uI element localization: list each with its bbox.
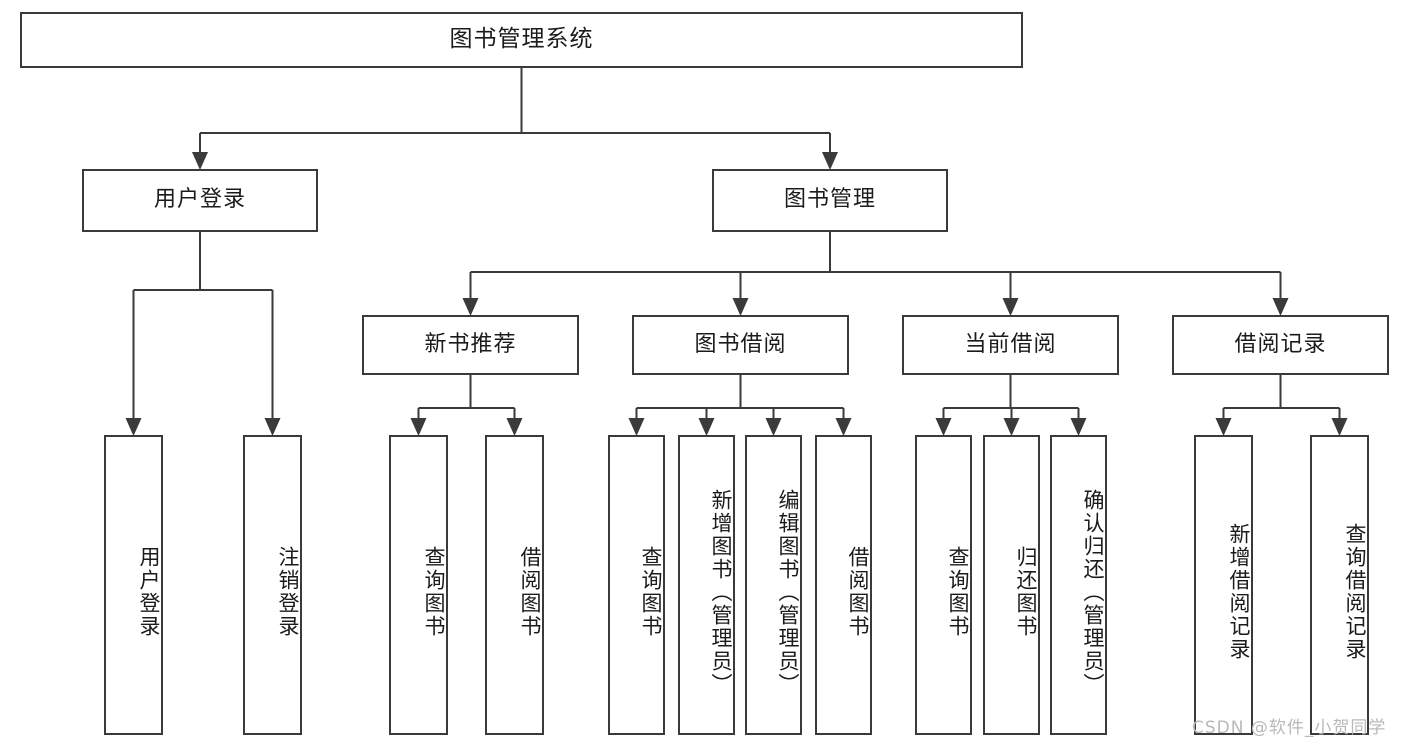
node-leaf-edit-book[interactable]: 编辑图书（管理员） bbox=[745, 435, 802, 735]
node-book-borrow-label: 图书借阅 bbox=[694, 331, 787, 357]
node-borrow-record-label: 借阅记录 bbox=[1234, 331, 1327, 357]
node-book-borrow[interactable]: 图书借阅 bbox=[632, 315, 849, 375]
node-current-borrow[interactable]: 当前借阅 bbox=[902, 315, 1119, 375]
node-leaf-borrow-book-2[interactable]: 借阅图书 bbox=[815, 435, 872, 735]
node-leaf-add-book[interactable]: 新增图书（管理员） bbox=[678, 435, 735, 735]
node-leaf-borrow-book-2-label: 借阅图书 bbox=[846, 546, 870, 638]
node-new-book-rec-label: 新书推荐 bbox=[424, 331, 517, 357]
node-leaf-query-book-2-label: 查询图书 bbox=[639, 546, 663, 638]
node-user-login-label: 用户登录 bbox=[153, 187, 246, 213]
node-book-manage-label: 图书管理 bbox=[783, 187, 876, 213]
node-leaf-add-record[interactable]: 新增借阅记录 bbox=[1194, 435, 1253, 735]
node-leaf-confirm-return[interactable]: 确认归还（管理员） bbox=[1050, 435, 1107, 735]
node-leaf-query-book-3-label: 查询图书 bbox=[946, 546, 970, 638]
node-borrow-record[interactable]: 借阅记录 bbox=[1172, 315, 1389, 375]
node-root-label: 图书管理系统 bbox=[449, 26, 594, 53]
node-leaf-borrow-book-1-label: 借阅图书 bbox=[518, 546, 542, 638]
node-leaf-query-book-1[interactable]: 查询图书 bbox=[389, 435, 448, 735]
node-current-borrow-label: 当前借阅 bbox=[964, 331, 1057, 357]
node-leaf-query-record-label: 查询借阅记录 bbox=[1343, 523, 1367, 661]
node-leaf-user-login-label: 用户登录 bbox=[137, 546, 161, 638]
node-leaf-user-login[interactable]: 用户登录 bbox=[104, 435, 163, 735]
node-leaf-add-book-label: 新增图书（管理员） bbox=[709, 488, 733, 696]
node-leaf-edit-book-label: 编辑图书（管理员） bbox=[776, 488, 800, 696]
node-leaf-query-record[interactable]: 查询借阅记录 bbox=[1310, 435, 1369, 735]
node-leaf-query-book-3[interactable]: 查询图书 bbox=[915, 435, 972, 735]
node-leaf-borrow-book-1[interactable]: 借阅图书 bbox=[485, 435, 544, 735]
node-book-manage[interactable]: 图书管理 bbox=[712, 169, 948, 232]
watermark-label: CSDN @软件_小贺同学 bbox=[1192, 718, 1387, 738]
node-user-login[interactable]: 用户登录 bbox=[82, 169, 318, 232]
node-new-book-rec[interactable]: 新书推荐 bbox=[362, 315, 579, 375]
node-leaf-confirm-return-label: 确认归还（管理员） bbox=[1081, 488, 1105, 696]
node-leaf-add-record-label: 新增借阅记录 bbox=[1227, 523, 1251, 661]
node-root[interactable]: 图书管理系统 bbox=[20, 12, 1023, 68]
node-leaf-query-book-2[interactable]: 查询图书 bbox=[608, 435, 665, 735]
node-leaf-return-book-label: 归还图书 bbox=[1014, 546, 1038, 638]
node-leaf-logout[interactable]: 注销登录 bbox=[243, 435, 302, 735]
node-leaf-logout-label: 注销登录 bbox=[276, 546, 300, 638]
node-leaf-query-book-1-label: 查询图书 bbox=[422, 546, 446, 638]
node-leaf-return-book[interactable]: 归还图书 bbox=[983, 435, 1040, 735]
